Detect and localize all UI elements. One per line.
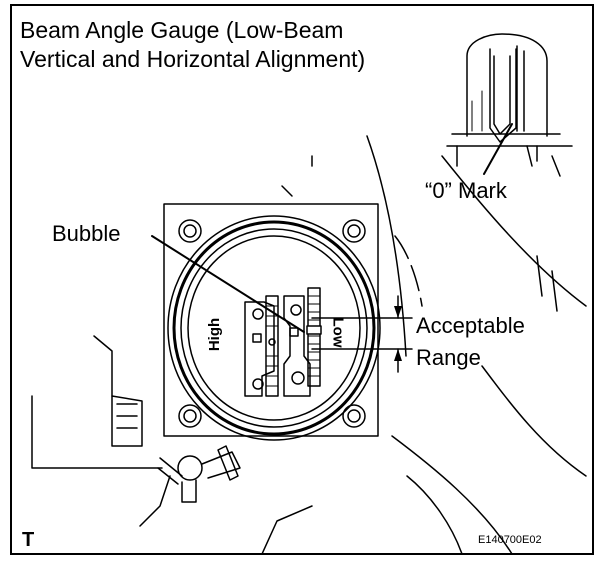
zero-mark-detail bbox=[446, 33, 573, 175]
low-label: Low bbox=[329, 317, 347, 348]
zero-mark-label: “0” Mark bbox=[425, 178, 507, 203]
acceptable-range-label: Acceptable Range bbox=[416, 313, 525, 370]
high-scale-block bbox=[244, 295, 279, 397]
figure-code: E140700E02 bbox=[478, 534, 542, 546]
acceptable-range-dimension bbox=[311, 295, 413, 373]
headlamp-housing-lines bbox=[31, 135, 587, 553]
corner-mark: T bbox=[22, 529, 35, 551]
bubble-leader-line bbox=[151, 235, 305, 333]
diagram-title: Beam Angle Gauge (Low-Beam Vertical and … bbox=[20, 17, 366, 72]
adjuster-knobs bbox=[157, 445, 241, 503]
bubble-label: Bubble bbox=[52, 221, 121, 246]
diagram-frame: Beam Angle Gauge (Low-Beam Vertical and … bbox=[10, 4, 594, 555]
high-label: High bbox=[206, 317, 224, 352]
gauge-mounting-plate bbox=[163, 203, 379, 437]
gauge-window bbox=[167, 215, 381, 441]
beam-gauge-illustration bbox=[31, 33, 587, 553]
low-bubble-vial bbox=[283, 287, 322, 397]
